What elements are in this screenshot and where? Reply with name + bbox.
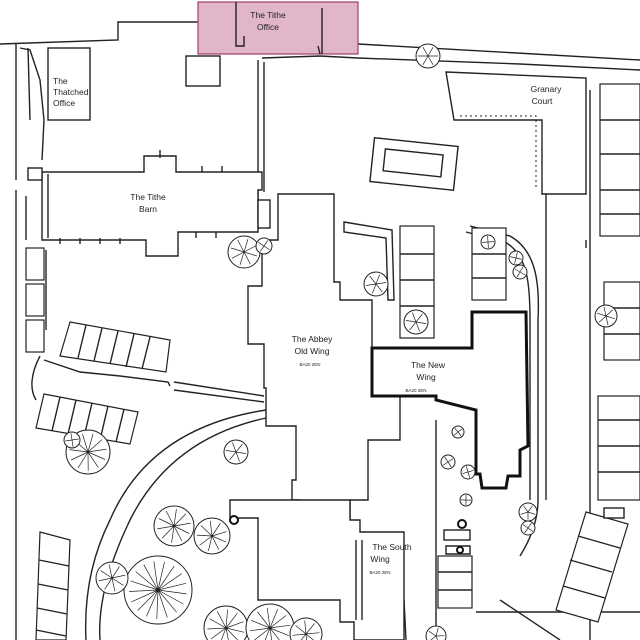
tree-icon <box>520 520 536 536</box>
tree-icon <box>363 271 389 297</box>
abbey-old-wing-label-1: The Abbey <box>292 334 333 344</box>
granary-court-label-1: Granary <box>531 84 562 94</box>
tree-icon <box>227 235 261 269</box>
marker-ring <box>456 546 464 554</box>
tree-icon <box>512 264 528 280</box>
abbey-old-wing-label-2: Old Wing <box>295 346 330 356</box>
barn-annex <box>27 167 43 181</box>
thatched-office-label-2: Thatched <box>53 87 89 97</box>
thatched-office-label-3: Office <box>53 98 75 108</box>
tree-icon <box>460 464 476 480</box>
tithe-barn-label-2: Barn <box>139 204 157 214</box>
tree-icon <box>508 250 524 266</box>
tree-icon <box>459 493 473 507</box>
trees <box>63 43 618 640</box>
tree-icon <box>245 603 295 640</box>
tree-icon <box>415 43 441 69</box>
south-wing-building[interactable]: The South Wing BA20 2EN <box>229 499 412 640</box>
tree-icon <box>289 617 323 640</box>
tree-icon <box>223 439 249 465</box>
tithe-office-label-2: Office <box>257 22 279 32</box>
thatched-office-label-1: The <box>53 76 68 86</box>
tree-icon <box>480 234 496 250</box>
tithe-office-label-1: The Tithe <box>250 10 286 20</box>
tree-icon <box>193 517 231 555</box>
south-wing-label-2: Wing <box>370 554 390 564</box>
thatched-office-building[interactable]: The Thatched Office <box>47 47 91 121</box>
marker-ring <box>229 515 239 525</box>
tree-icon <box>63 431 81 449</box>
new-wing-building[interactable]: The New Wing BA20 2EN <box>370 310 530 490</box>
new-wing-label-2: Wing <box>416 372 436 382</box>
small-shed <box>185 55 221 87</box>
tree-icon <box>425 625 447 640</box>
tree-icon <box>440 454 456 470</box>
tree-icon <box>518 502 538 522</box>
new-wing-label-1: The New <box>411 360 446 370</box>
granary-court-building[interactable]: Granary Court <box>445 71 587 195</box>
marker-ring <box>457 519 467 529</box>
misc-structures <box>25 196 625 555</box>
abbey-old-wing-postcode: BA20 2EN <box>299 362 320 367</box>
south-wing-postcode: BA20 2EN <box>369 570 390 575</box>
tithe-office-building[interactable]: The Tithe Office <box>197 1 359 55</box>
tithe-barn-label-1: The Tithe <box>130 192 166 202</box>
tree-icon <box>95 561 129 595</box>
south-wing-label-1: The South <box>372 542 411 552</box>
tree-icon <box>594 304 618 328</box>
tree-icon <box>255 237 273 255</box>
tithe-barn-building[interactable]: The Tithe Barn <box>41 150 263 257</box>
granary-court-label-2: Court <box>532 96 553 106</box>
tree-icon <box>451 425 465 439</box>
new-wing-postcode: BA20 2EN <box>405 388 426 393</box>
pool-structure <box>369 136 459 192</box>
tree-icon <box>403 309 429 335</box>
tree-icon <box>153 505 195 547</box>
paths <box>0 21 640 640</box>
tree-icon <box>203 605 249 640</box>
tree-icon <box>123 555 193 625</box>
